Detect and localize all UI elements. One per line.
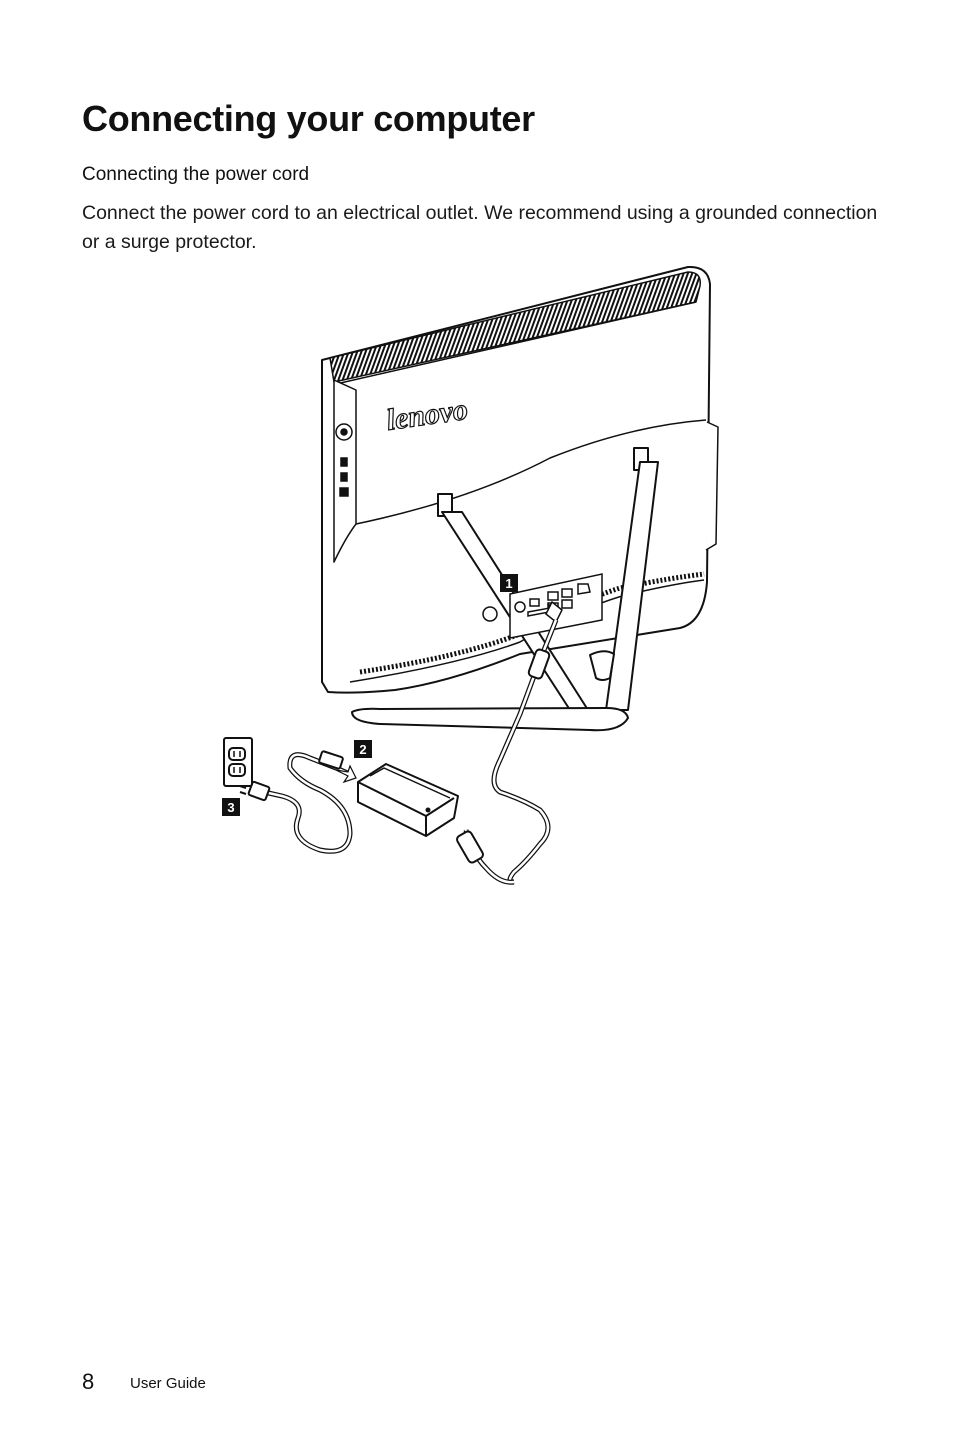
- wall-outlet: [223, 737, 253, 787]
- callout-2: 2: [354, 740, 372, 758]
- page-title: Connecting your computer: [82, 98, 535, 139]
- callout-3: 3: [222, 798, 240, 816]
- power-adapter: [357, 763, 459, 837]
- section-heading: Connecting the power cord: [82, 164, 310, 185]
- power-cord-connection-illustration: lenovo: [222, 265, 719, 885]
- callout-1: 1: [500, 574, 518, 592]
- svg-text:2: 2: [359, 742, 366, 757]
- side-ports: [335, 423, 353, 497]
- body-paragraph: Connect the power cord to an electrical …: [82, 202, 878, 253]
- dc-cable: [456, 619, 559, 885]
- page-number: 8: [82, 1369, 95, 1394]
- monitor-back: [321, 265, 719, 694]
- svg-text:1: 1: [505, 576, 512, 591]
- svg-text:3: 3: [227, 800, 234, 815]
- footer-doc-title: User Guide: [130, 1375, 206, 1392]
- ac-cord: [239, 750, 357, 854]
